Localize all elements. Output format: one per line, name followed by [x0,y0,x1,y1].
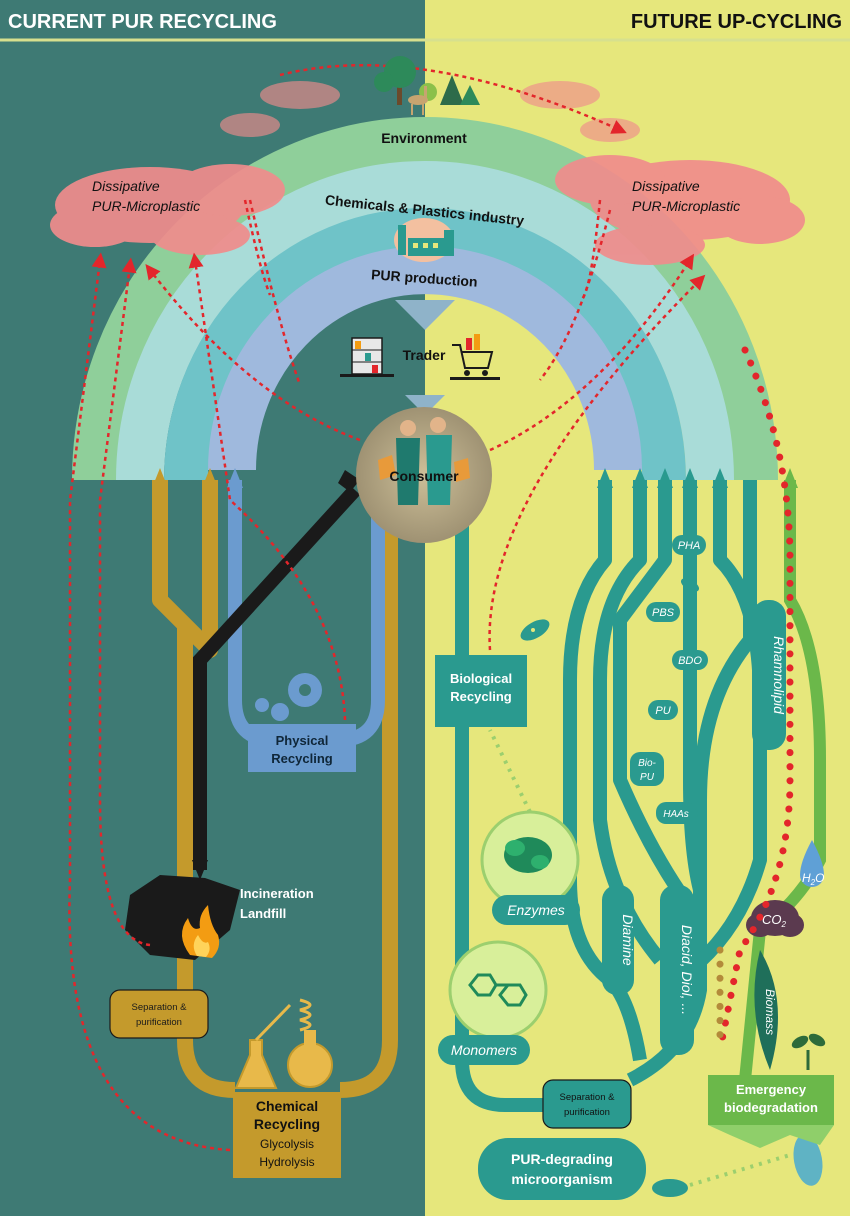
bacterium-icon [680,578,700,592]
bdo-label: BDO [678,655,702,667]
physical-arrowhead [227,468,243,488]
flask-icon [234,998,333,1089]
disposal-chute [338,470,360,492]
biopu-label-1: Bio- [638,758,656,769]
shelf-icon [340,337,394,377]
soil-roots [708,1125,834,1148]
microplastic-cloud-right [520,81,805,265]
microplastic-cloud-left [50,81,340,255]
microorganism-label-1: PUR-degrading [511,1151,613,1167]
rhamnolipid-label: Rhamnolipid [771,636,787,715]
microplastic-left-label-1: Dissipative [92,178,160,194]
incineration-arrowhead [192,860,208,880]
biological-recycling-label-1: Biological [450,671,512,686]
incineration-path [193,485,361,870]
emergency-box [708,1075,834,1125]
trader-label: Trader [403,347,446,363]
trader-arrow [405,395,445,415]
microorganism-label-2: microorganism [511,1171,612,1187]
emergency-label-2: biodegradation [724,1100,818,1115]
haas-label: HAAs [663,809,689,820]
separation-left-label-2: purification [136,1017,182,1028]
diacid-label: Diacid, Diol, ... [679,925,695,1015]
enzymes-label: Enzymes [507,902,565,918]
co2-label: CO2 [762,912,787,929]
production-label: PUR production [371,266,478,289]
biopu-label-2: PU [640,772,655,783]
rhamnolipid-pill [752,600,786,750]
fire-icon [181,905,220,958]
chemical-arrowhead-2 [202,468,218,488]
emergency-label-1: Emergency [736,1082,807,1097]
bacterium-icon [520,619,550,641]
molecule-icon [468,973,528,1007]
water-drop-icon [800,840,824,887]
chemical-recycling-label-1: Chemical [256,1098,318,1114]
consumer-people-icon [378,417,470,505]
bacterium-icon [652,1134,823,1197]
pha-label: PHA [678,540,701,552]
bio-arrowheads [597,468,728,488]
cart-icon [450,334,500,380]
microplastic-dotted-flow [716,346,794,1054]
physical-recycling-label-1: Physical [276,733,329,748]
monomers-pill [438,1035,530,1065]
industry-arc [116,161,734,481]
separation-box-right [542,1079,632,1129]
enzyme-icon [504,837,552,873]
physical-recycling-box [248,724,356,772]
chemical-recycling-box [233,1092,341,1178]
chemical-arrowhead-1 [152,468,168,488]
consumer-label: Consumer [389,468,459,484]
chemical-recycling-path [152,480,398,1098]
production-arrow [395,300,455,330]
diamine-pill [602,885,634,995]
microorganism-pill [478,1138,646,1200]
enzyme-dotted-arrow [488,729,532,813]
hydrolysis-label: Hydrolysis [259,1155,314,1169]
deer-icon [408,86,428,115]
diacid-pill [660,885,694,1055]
consumer-disc [356,407,492,543]
seedling-icon [791,1033,826,1070]
monomer-circle [448,940,548,1040]
landfill-label: Landfill [240,906,286,921]
physical-recycling-label-2: Recycling [271,751,332,766]
left-title: CURRENT PUR RECYCLING [8,11,277,33]
gear-icon [255,673,322,721]
leak-arrows [68,63,706,1152]
biological-recycling-box [435,655,527,727]
diamine-label: Diamine [620,914,636,966]
enzymes-pill [492,895,580,925]
environment-label: Environment [381,130,467,146]
h2o-label: H2O [802,871,824,887]
microplastic-right-label-1: Dissipative [632,178,700,194]
pu-label: PU [655,705,670,717]
incineration-label: Incineration [240,886,314,901]
cloud-icon [746,900,804,937]
leaf-icon [754,950,778,1070]
product-nodes [630,535,708,824]
environment-arc [72,117,778,481]
microplastic-right-label-2: PUR-Microplastic [632,198,740,214]
chemical-recycling-label-2: Recycling [254,1116,320,1132]
separation-box-left [109,989,209,1039]
separation-right-label-1: Separation & [560,1092,616,1103]
microplastic-left-label-2: PUR-Microplastic [92,198,200,214]
factory-icon [394,218,454,262]
separation-right-label-2: purification [564,1107,610,1118]
biological-recycling-label-2: Recycling [450,689,511,704]
biomass-label: Biomass [763,989,777,1035]
right-title: FUTURE UP-CYCLING [631,11,842,33]
pbs-label: PBS [652,607,675,619]
separation-left-label-1: Separation & [132,1002,188,1013]
monomers-label: Monomers [451,1042,517,1058]
glycolysis-label: Glycolysis [260,1137,314,1151]
